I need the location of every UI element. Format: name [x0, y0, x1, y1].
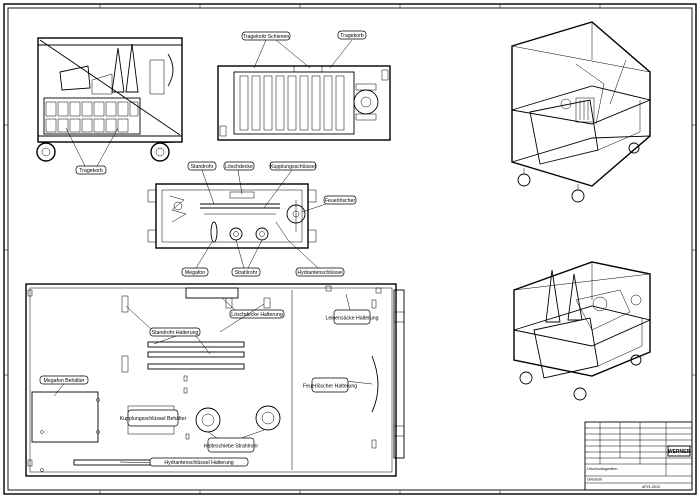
label-strahlrohr: Strahlrohr: [235, 270, 258, 276]
label-feuerloescher: Feuerlöscher: [325, 198, 356, 204]
plan-view-equipment: [147, 183, 317, 249]
label-kupplungsschluessel-behaelter: Kupplungsschlüssel Behälter: [120, 416, 187, 422]
callout-loeschdecke: Löschdecke: [223, 161, 255, 195]
label-tragekorb-side: Tragekorb: [79, 168, 103, 174]
callout-halteschiebe-strahlrohr: Halteschiebe Strahlrohr: [204, 429, 265, 453]
title-block-drawing-number: AP21-0010: [642, 485, 660, 489]
label-megafon-behaelter: Megafon Behälter: [44, 378, 85, 384]
callout-megafon: Megafon: [181, 241, 213, 277]
title-block-title-line2: Übersicht: [587, 478, 602, 482]
side-view-cart: [36, 37, 183, 162]
callout-tragekorb-top: Tragekorb: [329, 30, 367, 69]
label-megafon: Megafon: [185, 270, 205, 276]
label-leinensaecke-halterung: Leinensäcke Halterung: [325, 316, 378, 322]
title-block-logo: WERNER: [668, 449, 691, 455]
label-tragekorb-schienen: Tragekorb Schienen: [243, 34, 290, 40]
callout-hydrantenschluessel-halterung: Hydrantenschlüssel Halterung: [119, 457, 249, 467]
label-standrohr-halterung: Standrohr Halterung: [152, 330, 199, 336]
label-feuerloescher-halterung: Feuerlöscher Halterung: [303, 384, 357, 390]
label-loeschdecke: Löschdecke: [225, 164, 253, 170]
label-tragekorb-top: Tragekorb: [340, 33, 364, 39]
zone-ticks: [4, 4, 696, 494]
callout-standrohr: Standrohr: [187, 161, 217, 205]
top-view-cart: [217, 65, 391, 141]
callout-kupplungsschluessel-behaelter: Kupplungsschlüssel Behälter: [120, 409, 187, 427]
label-hydrantenschluessel: Hydrantenschlüssel: [297, 270, 342, 276]
callout-strahlrohr: Strahlrohr: [231, 239, 263, 277]
callout-kupplungsschluessel: Kupplungsschlüssel: [263, 161, 317, 209]
sheet-inner-border: [7, 7, 693, 491]
label-hydrantenschluessel-halterung: Hydrantenschlüssel Halterung: [164, 460, 233, 466]
isometric-view-top: [511, 21, 652, 203]
base-plate-view: [25, 283, 405, 477]
title-block-title-line1: Löschrucksgeräten: [587, 467, 617, 471]
callout-feuerloescher-halterung: Feuerlöscher Halterung: [303, 377, 373, 393]
label-standrohr: Standrohr: [191, 164, 214, 170]
callout-loeschdecke-halterung: Löschdecke Halterung: [221, 297, 285, 319]
title-block: WERNER Löschrucksgeräten Übersicht AP21-…: [584, 421, 693, 491]
label-kupplungsschluessel: Kupplungsschlüssel: [270, 164, 316, 170]
label-loeschdecke-halterung: Löschdecke Halterung: [231, 312, 283, 318]
callout-feuerloescher: Feuerlöscher: [301, 195, 357, 213]
callout-tragekorb-schienen: Tragekorb Schienen: [241, 31, 311, 69]
callout-tragekorb-side: Tragekorb: [65, 127, 119, 175]
label-halteschiebe-strahlrohr: Halteschiebe Strahlrohr: [204, 444, 258, 450]
callout-leinensaecke-halterung: Leinensäcke Halterung: [325, 293, 379, 325]
callout-standrohr-halterung: Standrohr Halterung: [125, 303, 265, 355]
callout-megafon-behaelter: Megafon Behälter: [39, 375, 89, 397]
isometric-view-bottom: [513, 261, 652, 401]
callout-hydrantenschluessel: Hydrantenschlüssel: [287, 239, 345, 277]
sheet-border: [3, 3, 697, 495]
